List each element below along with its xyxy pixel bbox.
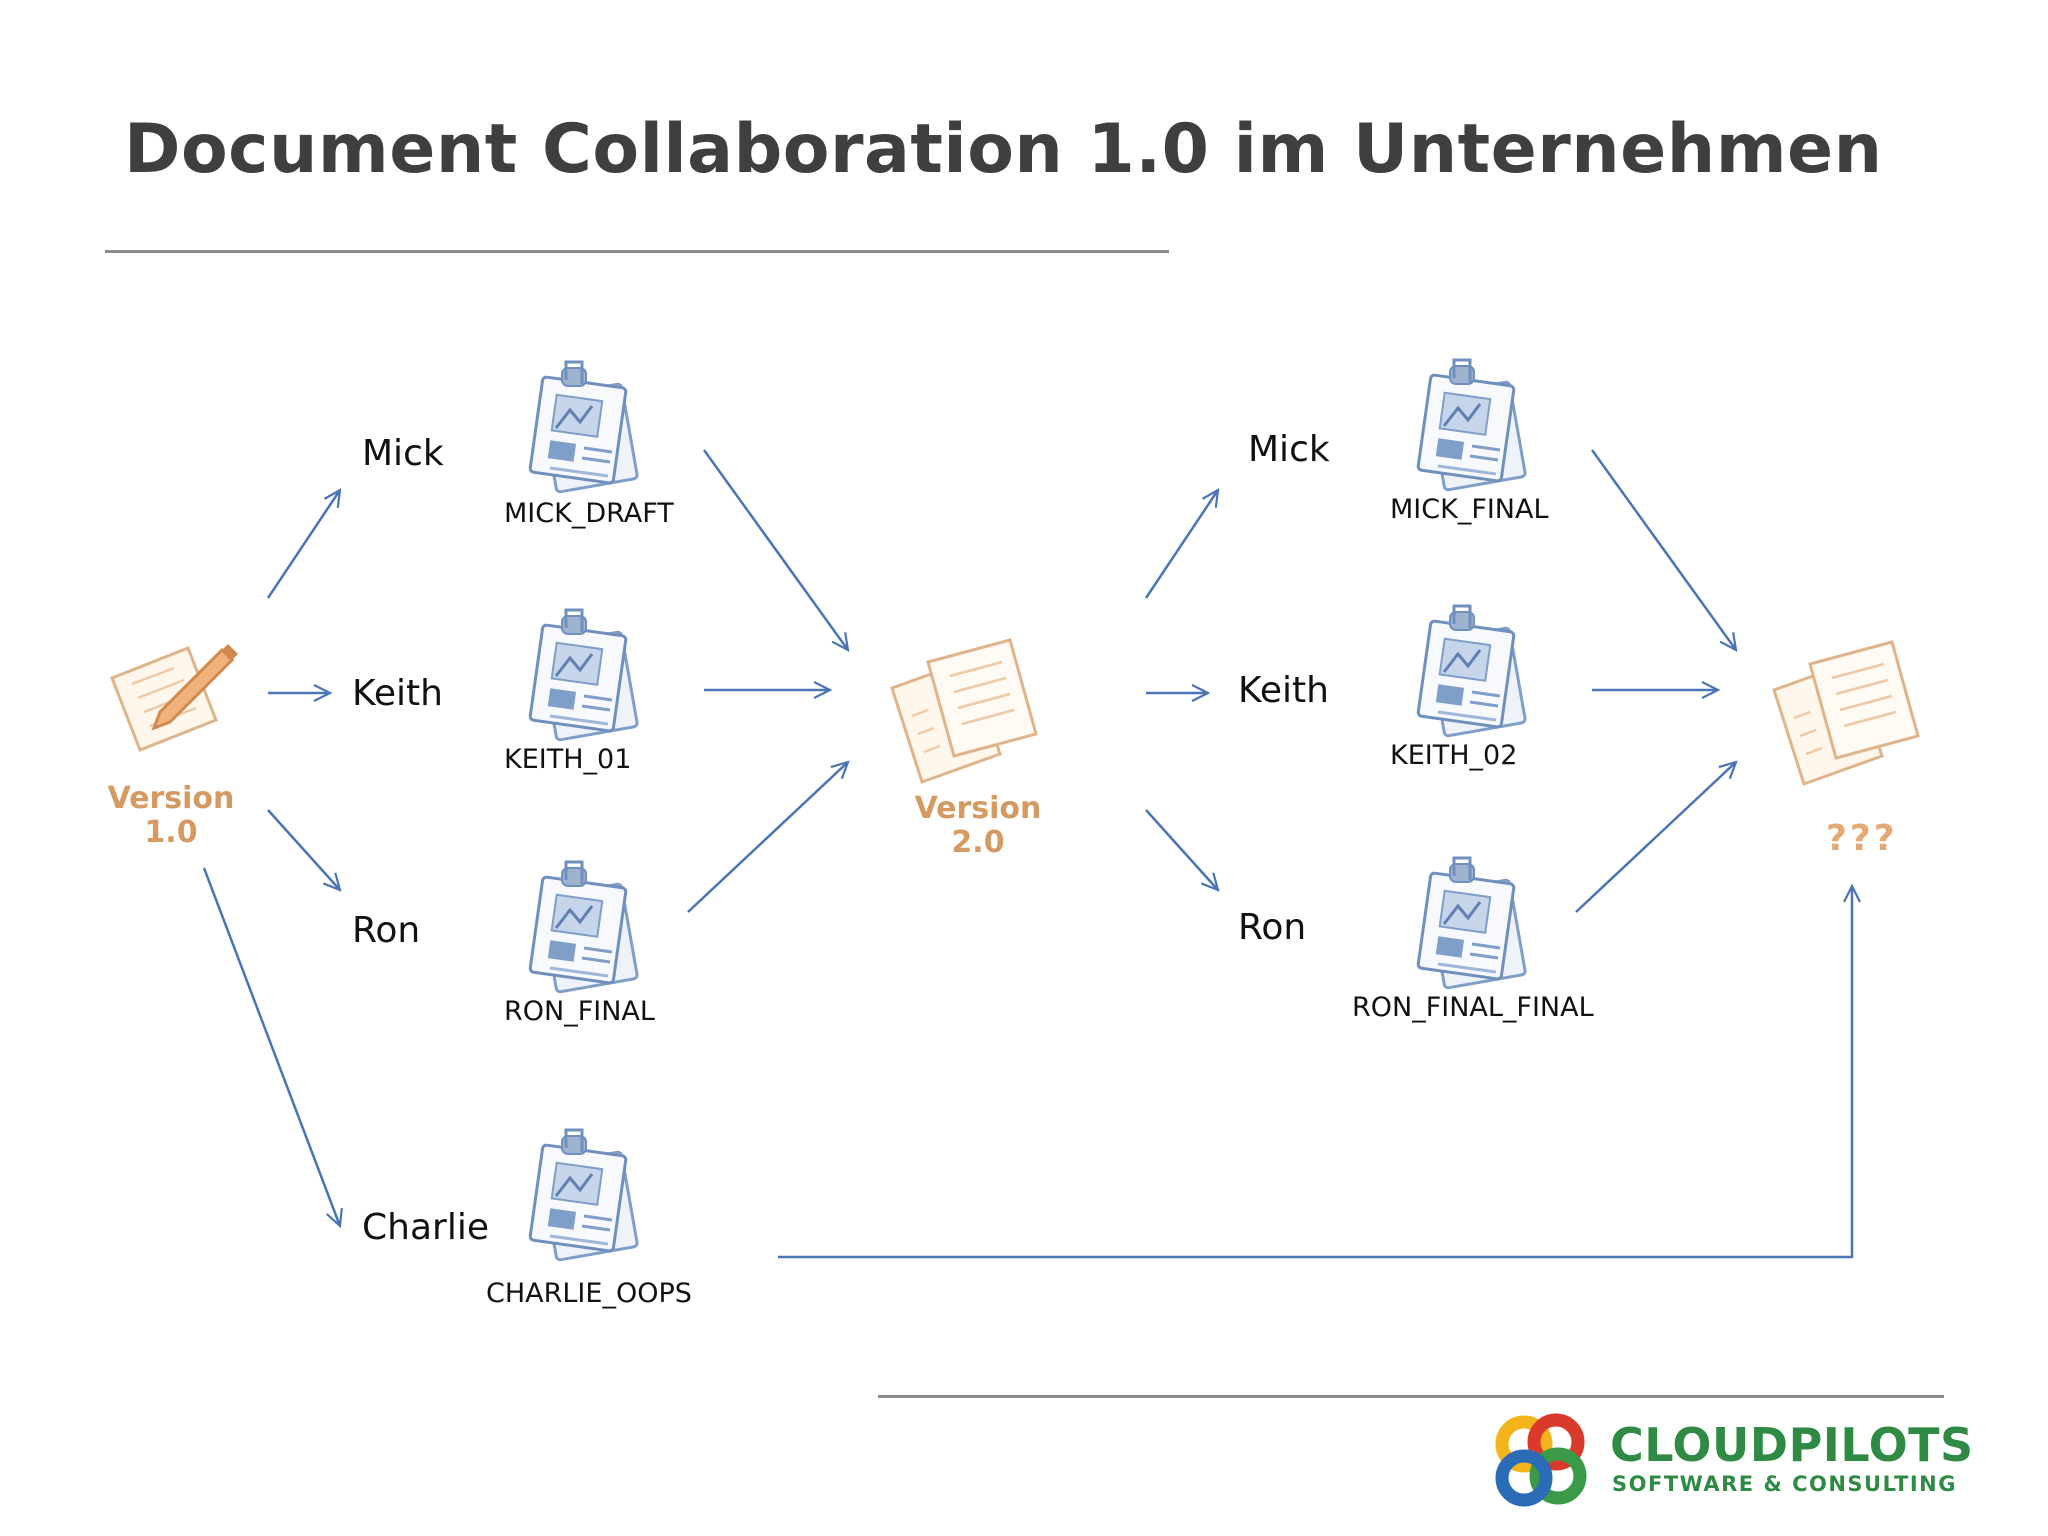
- pencil-paper-icon: [110, 642, 240, 752]
- document-icon: [528, 1128, 640, 1262]
- logo-tagline: SOFTWARE & CONSULTING: [1612, 1472, 1957, 1496]
- arrow: [1144, 490, 1218, 599]
- file-name: RON_FINAL_FINAL: [1352, 992, 1594, 1023]
- logo-wordmark: CLOUDPILOTS: [1610, 1418, 1974, 1472]
- cloudpilots-logo-icon: [1495, 1413, 1587, 1507]
- arrow: [266, 490, 340, 599]
- arrow: [1590, 449, 1736, 650]
- document-icon: [528, 860, 640, 994]
- version-1-label: Version 1.0: [107, 781, 235, 850]
- person-name: Mick: [362, 433, 444, 474]
- person-name: Keith: [352, 673, 443, 714]
- slide-title: Document Collaboration 1.0 im Unternehme…: [124, 110, 1883, 189]
- arrow: [267, 809, 340, 890]
- file-name: CHARLIE_OOPS: [486, 1278, 692, 1309]
- person-name: Mick: [1248, 429, 1330, 470]
- document-icon: [1416, 358, 1528, 492]
- unknown-result-label: ???: [1826, 818, 1898, 859]
- person-name: Charlie: [362, 1207, 489, 1248]
- documents-icon: [890, 638, 1038, 784]
- file-name: RON_FINAL: [504, 996, 655, 1027]
- document-icon: [1416, 856, 1528, 990]
- arrow: [778, 886, 1852, 1259]
- file-name: KEITH_01: [504, 744, 632, 775]
- person-name: Ron: [352, 910, 421, 951]
- title-underline: [105, 250, 1169, 253]
- document-icon: [528, 608, 640, 742]
- arrow: [1575, 762, 1736, 913]
- file-name: MICK_DRAFT: [504, 498, 674, 529]
- arrow: [1145, 809, 1218, 890]
- document-icon: [1416, 604, 1528, 738]
- file-name: KEITH_02: [1390, 740, 1518, 771]
- footer-rule: [878, 1395, 1944, 1398]
- documents-icon: [1772, 640, 1920, 786]
- arrow: [702, 449, 848, 650]
- arrow: [202, 867, 340, 1226]
- file-name: MICK_FINAL: [1390, 494, 1549, 525]
- arrow: [687, 762, 848, 913]
- version-2-label: Version 2.0: [914, 791, 1042, 860]
- person-name: Keith: [1238, 670, 1329, 711]
- document-icon: [528, 360, 640, 494]
- person-name: Ron: [1238, 907, 1307, 948]
